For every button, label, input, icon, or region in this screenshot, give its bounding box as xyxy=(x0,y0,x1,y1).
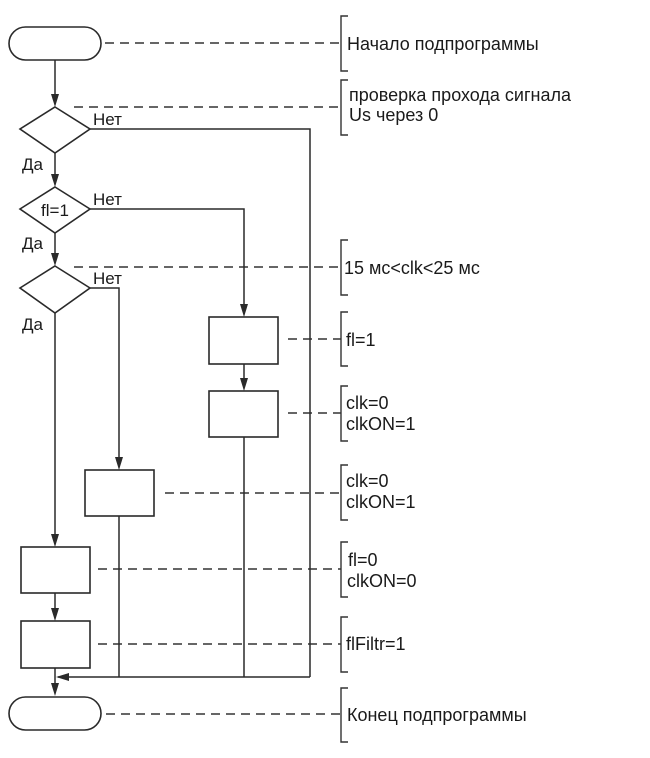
comment-d3: 15 мс<clk<25 мс xyxy=(344,258,480,278)
decision-fl-equals-1 xyxy=(18,186,92,234)
comment-reset-clk-a-line2: clkON=1 xyxy=(346,414,416,434)
arrowhead-end xyxy=(51,683,59,696)
decision-signal-zero-crossing xyxy=(18,106,92,154)
decision-clk-range xyxy=(18,265,92,314)
process-clear-fl xyxy=(20,546,91,594)
decision-2-yes-label: Да xyxy=(22,234,44,253)
comment-end: Конец подпрограммы xyxy=(347,705,527,725)
comment-d1-line1: проверка прохода сигнала xyxy=(349,85,572,105)
comment-set-fl: fl=1 xyxy=(346,330,376,350)
arrowhead-set-fl xyxy=(240,304,248,317)
flow-d3-no xyxy=(90,287,120,463)
comment-bracket-end xyxy=(340,687,348,743)
flow-d1-no xyxy=(90,128,311,677)
comment-clear-fl-line2: clkON=0 xyxy=(347,571,417,591)
comment-filter: flFiltr=1 xyxy=(346,634,406,654)
process-set-filter xyxy=(20,620,91,669)
arrowheads xyxy=(51,94,248,696)
arrowhead-d2 xyxy=(51,174,59,187)
process-reset-clk-b xyxy=(84,469,155,517)
comment-bracket-d3 xyxy=(340,239,348,296)
comment-bracket-d1 xyxy=(340,79,348,136)
start-terminator xyxy=(8,26,102,61)
arrowhead-clear-fl xyxy=(51,534,59,547)
end-terminator xyxy=(8,696,102,731)
decision-3-yes-label: Да xyxy=(22,315,44,334)
comment-reset-clk-b-line1: clk=0 xyxy=(346,471,389,491)
comment-start: Начало подпрограммы xyxy=(347,34,539,54)
arrowhead-d3 xyxy=(51,253,59,266)
process-set-fl xyxy=(208,316,279,365)
comment-bracket-start xyxy=(340,15,348,72)
comments: Начало подпрограммы проверка прохода сиг… xyxy=(344,34,572,725)
decision-3-no-label: Нет xyxy=(93,269,122,288)
arrowhead-merge xyxy=(56,673,69,681)
arrowhead-reset-clk-b xyxy=(115,457,123,470)
arrowhead-reset-clk-a xyxy=(240,378,248,391)
decision-1-no-label: Нет xyxy=(93,110,122,129)
process-reset-clk-a xyxy=(208,390,279,438)
arrowhead-filter xyxy=(51,608,59,621)
comment-reset-clk-b-line2: clkON=1 xyxy=(346,492,416,512)
comment-d1-line2: Us через 0 xyxy=(349,105,438,125)
flow-lines xyxy=(54,60,311,690)
comment-reset-clk-a-line1: clk=0 xyxy=(346,393,389,413)
flow-d2-no xyxy=(90,208,245,310)
arrowhead-d1 xyxy=(51,94,59,107)
decision-fl-equals-1-text: fl=1 xyxy=(41,201,69,220)
decision-2-no-label: Нет xyxy=(93,190,122,209)
comment-bracket-reset-clk-b xyxy=(340,464,348,521)
comment-clear-fl-line1: fl=0 xyxy=(348,550,378,570)
decision-1-yes-label: Да xyxy=(22,155,44,174)
comment-leaders xyxy=(74,42,341,715)
